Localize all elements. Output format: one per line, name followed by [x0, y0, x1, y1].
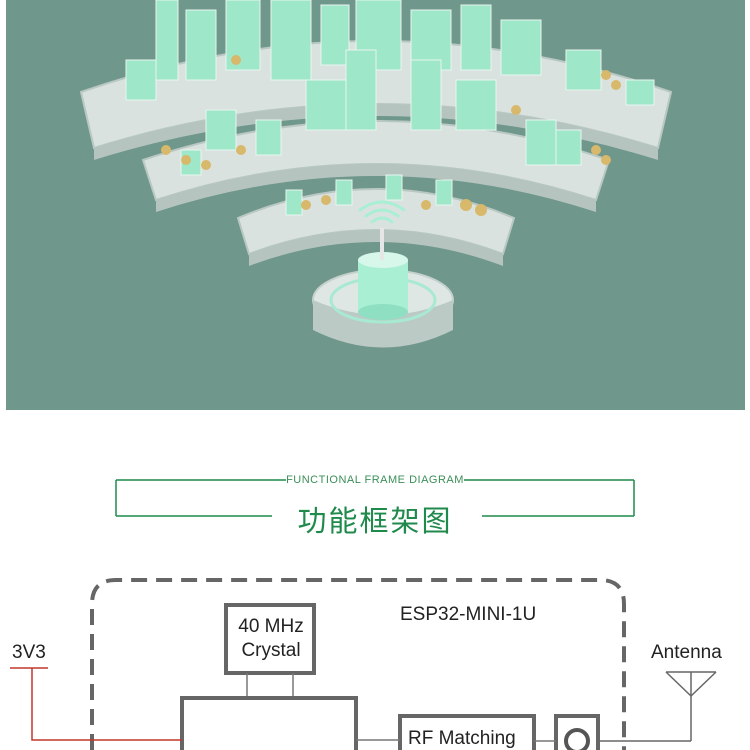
antenna-icon	[598, 671, 717, 742]
power-line	[31, 668, 182, 741]
diagram-lines	[10, 578, 717, 750]
antenna-connector-box	[554, 714, 600, 750]
section-subtitle: FUNCTIONAL FRAME DIAGRAM	[286, 474, 464, 486]
chip-box	[180, 696, 358, 750]
smart-city-wifi-illustration	[6, 0, 745, 410]
section-title: 功能框架图	[297, 506, 453, 538]
section-title-block: FUNCTIONAL FRAME DIAGRAM 功能框架图	[0, 466, 750, 546]
crystal-box	[224, 603, 316, 675]
crystal-label-line1: 40 MHz	[238, 616, 304, 637]
hero-illustration	[6, 0, 745, 410]
functional-block-diagram: ESP32-MINI-1U 3V3 40 MHz Crystal RF Matc…	[0, 560, 750, 750]
rf-matching-label: RF Matching	[408, 728, 516, 749]
module-name: ESP32-MINI-1U	[400, 604, 537, 625]
module-boundary	[90, 578, 626, 750]
crystal-label-line2: Crystal	[241, 640, 301, 661]
antenna-label: Antenna	[651, 642, 722, 663]
connector-icon	[564, 728, 590, 750]
power-label: 3V3	[12, 642, 46, 663]
title-frame	[115, 479, 635, 517]
